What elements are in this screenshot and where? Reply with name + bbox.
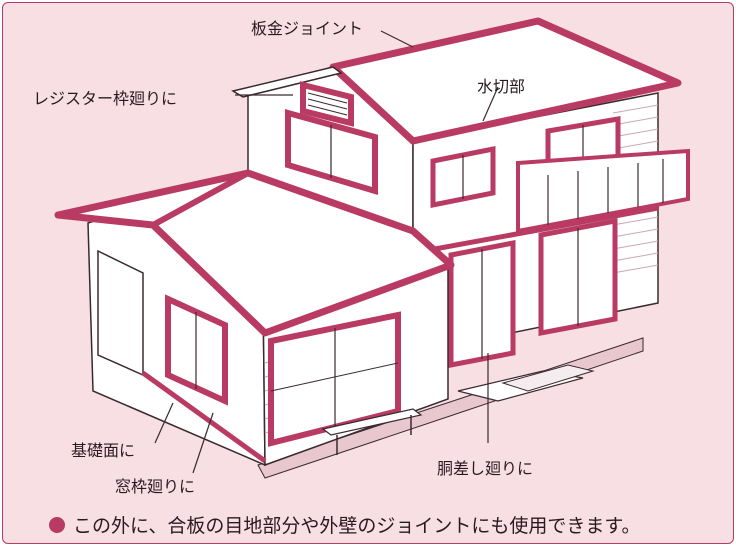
label-foundation: 基礎面に	[71, 441, 136, 460]
footer-text: この外に、合板の目地部分や外壁のジョイントにも使用できます。	[73, 515, 641, 537]
leader-lines	[154, 30, 499, 474]
label-band-trim: 胴差し廻りに	[437, 459, 534, 478]
carport-opening	[97, 249, 144, 377]
footer-note: この外に、合板の目地部分や外壁のジョイントにも使用できます。	[49, 511, 641, 538]
label-flashing: 水切部	[477, 77, 526, 96]
bench	[321, 408, 423, 436]
upper-roof	[329, 17, 682, 145]
bullet-icon	[49, 516, 65, 533]
label-sheet-metal-joint: 板金ジョイント	[251, 19, 364, 38]
foundation-line	[141, 370, 267, 464]
house-illustration	[54, 17, 690, 479]
band-trim	[412, 205, 659, 256]
label-register-frame: レジスター枠廻りに	[33, 89, 178, 108]
label-window-frame: 窓枠廻りに	[115, 477, 196, 496]
balcony	[516, 148, 690, 234]
